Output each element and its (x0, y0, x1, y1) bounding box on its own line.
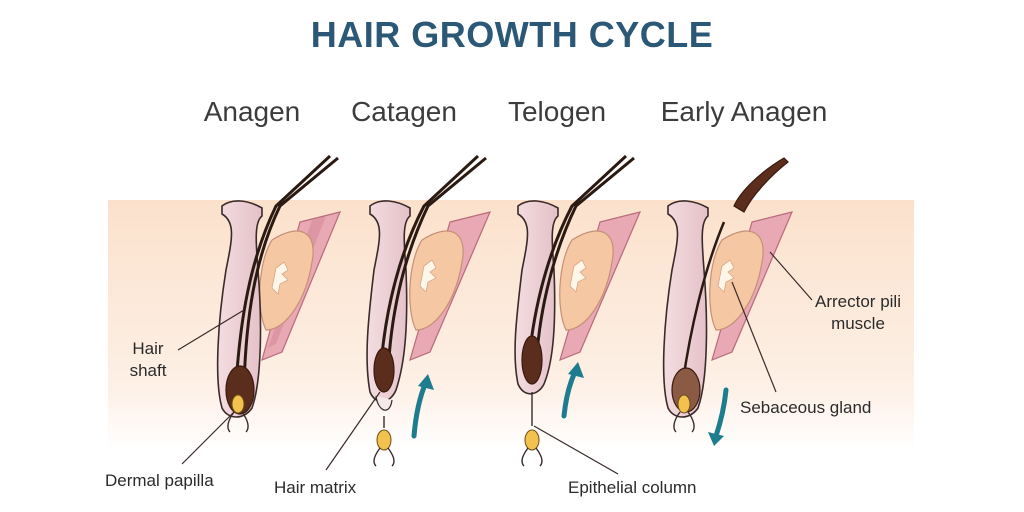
stage-label-early-anagen: Early Anagen (660, 96, 828, 127)
page-title: HAIR GROWTH CYCLE (310, 14, 714, 55)
arrector-pili-muscle-label: Arrector pili muscle (815, 292, 901, 333)
follicle-catagen (366, 154, 492, 467)
follicle-telogen (514, 154, 642, 467)
downward-arrow-icon (713, 387, 729, 439)
sebaceous-gland-label: Sebaceous gland (740, 398, 872, 417)
follicle-anagen (216, 154, 342, 433)
follicle-early-anagen (662, 157, 794, 446)
leader-lines (177, 251, 813, 475)
hair-matrix-label: Hair matrix (274, 478, 357, 497)
stage-label-catagen: Catagen (351, 96, 457, 127)
stage-label-telogen: Telogen (507, 96, 607, 127)
stage-label-anagen: Anagen (203, 96, 301, 127)
epithelial-column-label: Epithelial column (568, 478, 697, 497)
dermal-papilla-label: Dermal papilla (105, 471, 214, 490)
hair-shaft-label: Hair shaft (129, 339, 167, 380)
